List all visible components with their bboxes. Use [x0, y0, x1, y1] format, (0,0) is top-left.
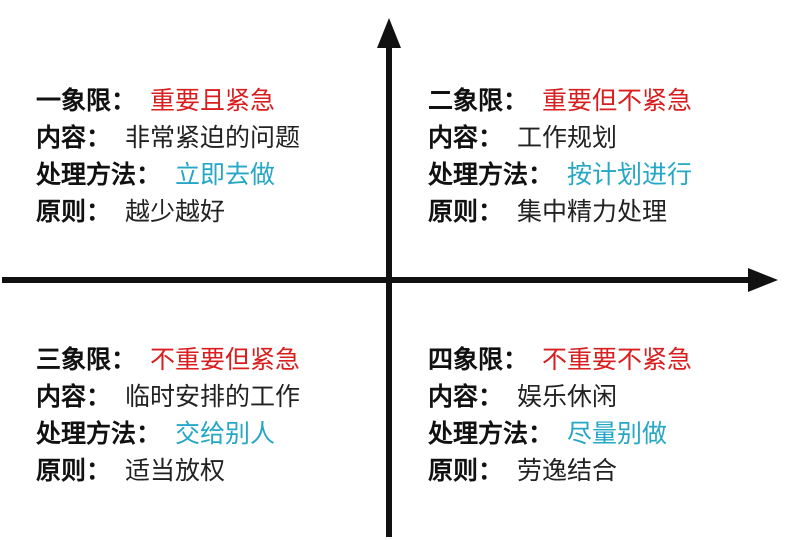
quadrant-4: 四象限： 不重要不紧急 内容： 娱乐休闲 处理方法： 尽量别做 原则： 劳逸结合: [428, 341, 758, 489]
principle-value: 集中精力处理: [517, 197, 668, 226]
method-row: 处理方法： 交给别人: [36, 415, 366, 452]
quadrant-2: 二象限： 重要但不紧急 内容： 工作规划 处理方法： 按计划进行 原则： 集中精力处理: [428, 82, 758, 230]
content-label: 内容：: [428, 123, 504, 152]
quadrant-title-row: 三象限： 不重要但紧急: [36, 341, 366, 378]
vertical-axis-arrow: [377, 18, 401, 48]
quadrant-title-value: 重要且紧急: [150, 86, 276, 115]
method-label: 处理方法：: [428, 160, 554, 189]
horizontal-axis-arrow: [748, 268, 778, 292]
quadrant-title-value: 不重要不紧急: [542, 345, 693, 374]
principle-label: 原则：: [36, 456, 112, 485]
quadrant-title-value: 不重要但紧急: [150, 345, 301, 374]
principle-label: 原则：: [36, 197, 112, 226]
method-label: 处理方法：: [428, 419, 554, 448]
method-value: 交给别人: [175, 419, 276, 448]
quadrant-title-label: 三象限：: [36, 345, 137, 374]
method-label: 处理方法：: [36, 160, 162, 189]
content-row: 内容： 娱乐休闲: [428, 378, 758, 415]
content-row: 内容： 工作规划: [428, 119, 758, 156]
content-row: 内容： 非常紧迫的问题: [36, 119, 366, 156]
principle-value: 劳逸结合: [517, 456, 618, 485]
quadrant-title-row: 四象限： 不重要不紧急: [428, 341, 758, 378]
quadrant-title-label: 二象限：: [428, 86, 529, 115]
method-row: 处理方法： 立即去做: [36, 156, 366, 193]
principle-label: 原则：: [428, 456, 504, 485]
content-label: 内容：: [36, 123, 112, 152]
method-row: 处理方法： 按计划进行: [428, 156, 758, 193]
principle-row: 原则： 适当放权: [36, 452, 366, 489]
content-label: 内容：: [428, 382, 504, 411]
content-label: 内容：: [36, 382, 112, 411]
quadrant-1: 一象限： 重要且紧急 内容： 非常紧迫的问题 处理方法： 立即去做 原则： 越少越好: [36, 82, 366, 230]
principle-row: 原则： 劳逸结合: [428, 452, 758, 489]
quadrant-title-row: 一象限： 重要且紧急: [36, 82, 366, 119]
principle-value: 越少越好: [125, 197, 226, 226]
principle-row: 原则： 越少越好: [36, 193, 366, 230]
content-value: 非常紧迫的问题: [125, 123, 301, 152]
method-label: 处理方法：: [36, 419, 162, 448]
quadrant-title-label: 四象限：: [428, 345, 529, 374]
method-value: 尽量别做: [567, 419, 668, 448]
method-row: 处理方法： 尽量别做: [428, 415, 758, 452]
principle-row: 原则： 集中精力处理: [428, 193, 758, 230]
principle-label: 原则：: [428, 197, 504, 226]
content-value: 娱乐休闲: [517, 382, 618, 411]
method-value: 按计划进行: [567, 160, 693, 189]
quadrant-3: 三象限： 不重要但紧急 内容： 临时安排的工作 处理方法： 交给别人 原则： 适当放权: [36, 341, 366, 489]
quadrant-title-value: 重要但不紧急: [542, 86, 693, 115]
principle-value: 适当放权: [125, 456, 226, 485]
content-row: 内容： 临时安排的工作: [36, 378, 366, 415]
quadrant-title-row: 二象限： 重要但不紧急: [428, 82, 758, 119]
method-value: 立即去做: [175, 160, 276, 189]
content-value: 工作规划: [517, 123, 618, 152]
quadrant-title-label: 一象限：: [36, 86, 137, 115]
content-value: 临时安排的工作: [125, 382, 301, 411]
